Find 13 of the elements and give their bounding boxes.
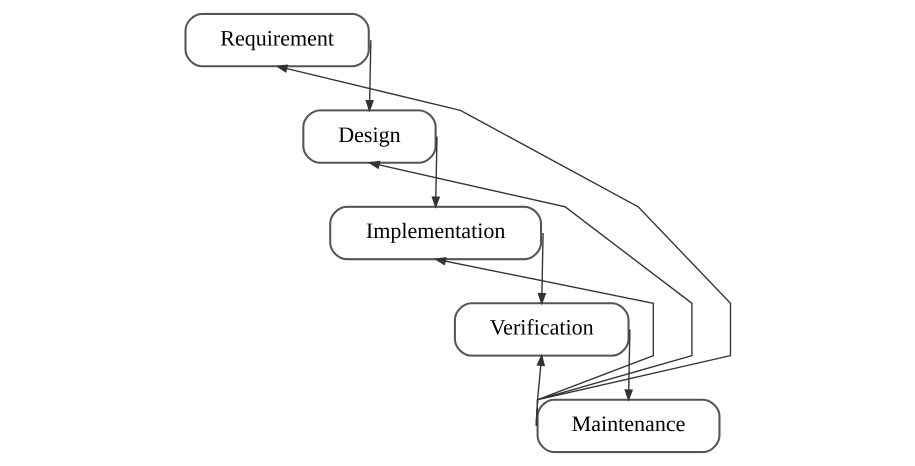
node-box: Verification (453, 302, 630, 357)
node-box: Design (302, 109, 436, 164)
node-box: Maintenance (536, 398, 720, 454)
arrow (364, 40, 374, 112)
arrow (537, 232, 546, 306)
node-box: Implementation (328, 206, 542, 260)
arrow (624, 329, 633, 402)
arrow (274, 64, 731, 426)
arrow (535, 354, 545, 426)
arrow (433, 256, 654, 426)
node-box: Requirement (184, 12, 370, 68)
arrow (366, 160, 692, 426)
arrow (430, 136, 440, 209)
